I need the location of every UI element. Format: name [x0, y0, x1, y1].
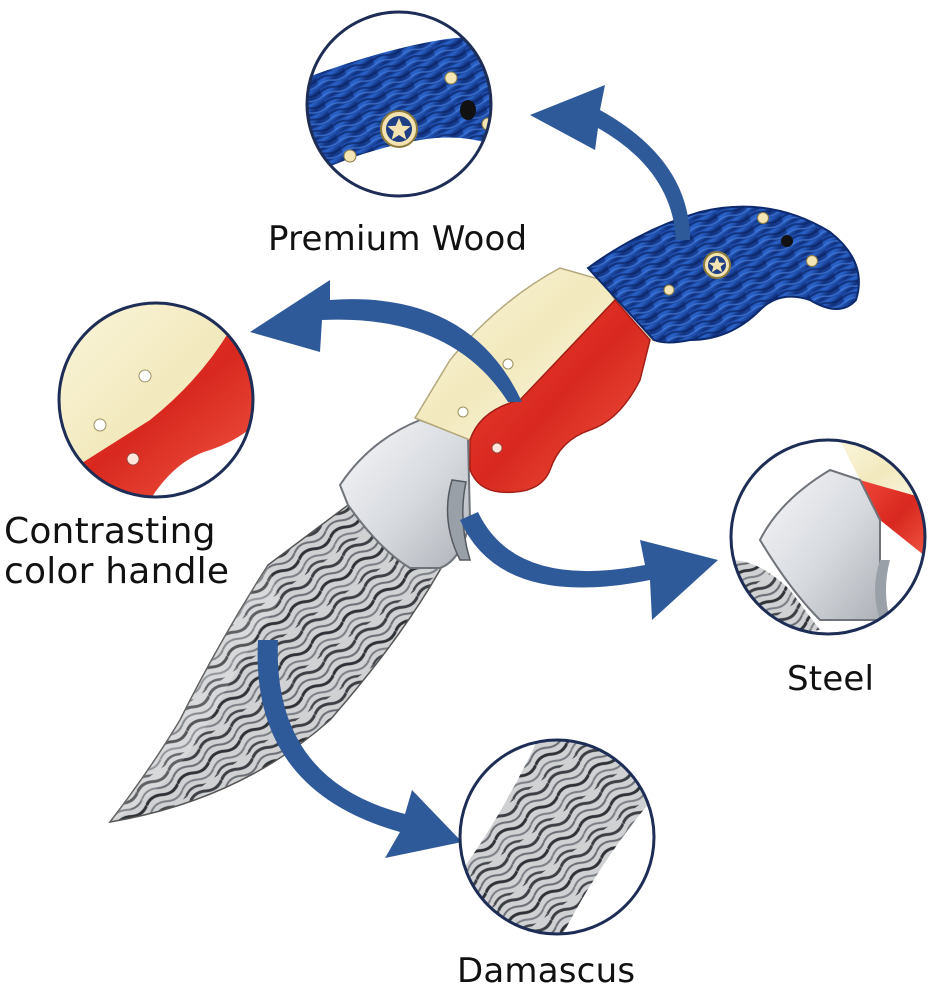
pin: [502, 358, 514, 370]
pin: [757, 212, 769, 224]
contrasting-line-2: color handle: [4, 551, 230, 593]
curved-arrow-icon: [530, 85, 690, 240]
zoom-circle-premium-wood: [305, 10, 493, 198]
steel-text: Steel: [787, 659, 875, 699]
premium-wood-text: Premium Wood: [268, 219, 528, 259]
pin: [457, 406, 469, 418]
pin: [663, 284, 675, 296]
zoom-circle-damascus: [458, 738, 656, 936]
pin: [806, 255, 818, 267]
contrasting-handle-label: Contrasting color handle: [4, 511, 230, 593]
damascus-text: Damascus: [457, 951, 636, 991]
curved-arrow-icon: [460, 512, 718, 620]
steel-label: Steel: [787, 660, 874, 698]
zoom-circle-steel: [729, 438, 927, 636]
damascus-blade: [108, 504, 449, 824]
premium-wood-label: Premium Wood: [268, 220, 527, 258]
pin: [491, 442, 503, 454]
curved-arrow-icon: [257, 640, 462, 858]
callout-arrows: [250, 85, 718, 858]
lanyard-hole: [781, 235, 793, 247]
zoom-circle-contrasting-handle: [57, 301, 255, 499]
star-emblem-icon: [703, 251, 731, 279]
curved-arrow-icon: [250, 280, 522, 402]
damascus-label: Damascus: [457, 952, 635, 990]
contrasting-line-1: Contrasting: [4, 511, 216, 552]
knife: [108, 205, 860, 824]
